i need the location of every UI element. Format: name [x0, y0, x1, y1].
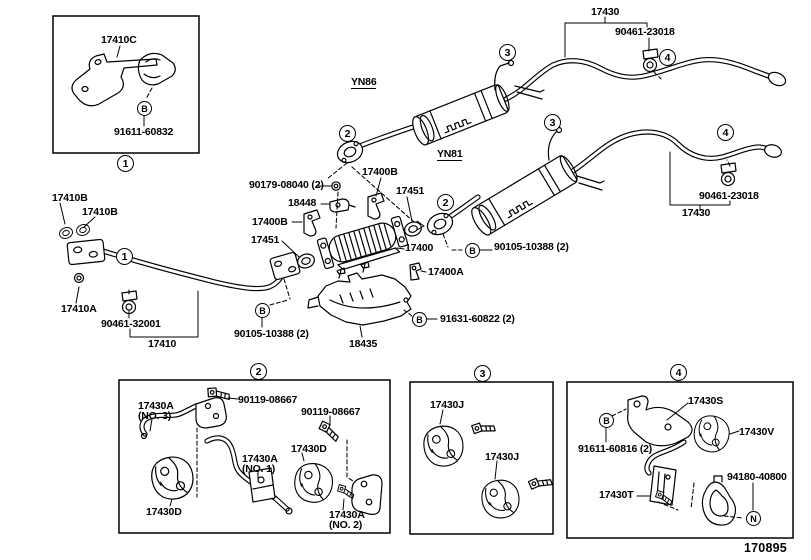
part-label-90461-32001: 90461-32001	[101, 318, 161, 330]
part-label-91631-60822: 91631-60822 (2)	[440, 313, 515, 325]
callout-3-box3: 3	[474, 365, 491, 382]
part-label-90461-23018-lower: 90461-23018	[699, 190, 759, 202]
part-label-17400b-upper: 17400B	[362, 166, 398, 178]
callout-3-yn81: 3	[544, 114, 561, 131]
part-label-17400a: 17400A	[428, 266, 464, 278]
part-label-90105-10388-left: 90105-10388 (2)	[234, 328, 309, 340]
part-label-17430a-no3: 17430A	[138, 400, 174, 412]
part-label-90119-08667-right: 90119-08667	[301, 406, 361, 418]
part-label-17430t: 17430T	[599, 489, 634, 501]
part-label-90105-10388-right: 90105-10388 (2)	[494, 241, 569, 253]
part-label-91611-60832: 91611-60832	[114, 126, 174, 138]
detail-box-1	[52, 15, 200, 154]
callout-b-box1: B	[137, 101, 152, 116]
detail-box-3	[409, 381, 554, 535]
part-label-90119-08667-top: 90119-08667	[238, 394, 298, 406]
part-label-91611-60816: 91611-60816 (2)	[578, 443, 653, 455]
model-label-yn86: YN86	[351, 76, 377, 90]
part-label-17410b-1: 17410B	[52, 192, 88, 204]
part-label-17430v: 17430V	[739, 426, 775, 438]
part-label-no1: (NO. 1)	[242, 463, 276, 475]
part-label-17430-upper: 17430	[591, 6, 620, 18]
model-label-yn81: YN81	[437, 148, 463, 162]
detail-box-4	[566, 381, 794, 539]
part-label-17400: 17400	[405, 242, 434, 254]
part-label-17410a: 17410A	[61, 303, 97, 315]
part-label-94180-40800: 94180-40800	[727, 471, 787, 483]
callout-2-yn81: 2	[437, 194, 454, 211]
callout-2-box2: 2	[250, 363, 267, 380]
part-label-17430a-no2: 17430A	[329, 509, 365, 521]
callout-3-yn86: 3	[499, 44, 516, 61]
callout-b-90105-right: B	[465, 243, 480, 258]
part-label-90179-08040: 90179-08040 (2)	[249, 179, 324, 191]
callout-4-yn86: 4	[659, 49, 676, 66]
part-label-17410c: 17410C	[101, 34, 137, 46]
callout-1-box1: 1	[117, 155, 134, 172]
part-label-17410b-2: 17410B	[82, 206, 118, 218]
figure-code: 170895	[744, 541, 787, 555]
callout-b-box4: B	[599, 413, 614, 428]
part-label-90461-23018-upper: 90461-23018	[615, 26, 675, 38]
yn86-assembly	[336, 16, 787, 164]
callout-4-box4: 4	[670, 364, 687, 381]
part-label-17430d-right: 17430D	[291, 443, 327, 455]
part-label-18435: 18435	[349, 338, 378, 350]
part-label-17430j-1: 17430J	[430, 399, 464, 411]
part-label-17400b-left: 17400B	[252, 216, 288, 228]
heat-shield	[307, 261, 438, 338]
detail-box-2	[118, 379, 391, 534]
part-label-18448: 18448	[288, 197, 317, 209]
part-label-17451-right: 17451	[396, 185, 425, 197]
part-label-17430s: 17430S	[688, 395, 724, 407]
callout-2-yn86: 2	[339, 125, 356, 142]
callout-n-94180: N	[746, 511, 761, 526]
front-pipe-assembly	[57, 202, 301, 338]
callout-4-yn81: 4	[717, 124, 734, 141]
part-label-17430j-2: 17430J	[485, 451, 519, 463]
yn81-assembly	[426, 126, 782, 251]
part-label-no3: (NO. 3)	[138, 410, 172, 422]
part-label-17430-lower: 17430	[682, 207, 711, 219]
callout-1-front-pipe: 1	[116, 248, 133, 265]
part-label-17410: 17410	[148, 338, 177, 350]
part-label-17451-left: 17451	[251, 234, 280, 246]
part-label-17430a-no1: 17430A	[242, 453, 278, 465]
part-label-no2: (NO. 2)	[329, 519, 363, 531]
callout-b-90105-left: B	[255, 303, 270, 318]
part-label-17430d-left: 17430D	[146, 506, 182, 518]
catalyst-assembly	[281, 162, 427, 281]
callout-b-91631: B	[412, 312, 427, 327]
